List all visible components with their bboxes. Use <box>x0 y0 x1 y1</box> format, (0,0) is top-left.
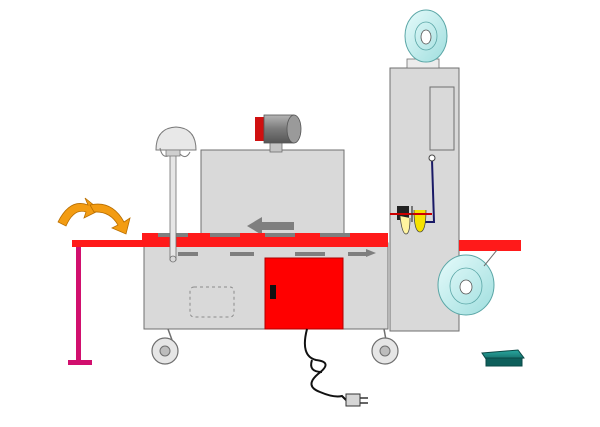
left-support-leg <box>68 246 92 365</box>
foot-pedal-icon <box>481 349 525 367</box>
left-arrow-icon <box>247 217 294 235</box>
lamp-icon <box>155 126 197 263</box>
motor-icon <box>255 114 302 153</box>
cabinet-access-panel <box>189 286 235 318</box>
caster-wheel-icon <box>371 328 399 365</box>
cabinet-door <box>264 257 344 330</box>
sealing-arm <box>390 154 436 235</box>
conveyor-slats-lower <box>178 249 376 257</box>
rotate-arrows-icon <box>57 197 131 235</box>
caster-wheel-icon <box>151 328 179 365</box>
tape-spool-icon <box>404 9 448 69</box>
power-plug-icon <box>303 328 368 407</box>
tape-spool-icon <box>437 249 498 316</box>
column-control-panel <box>429 86 455 151</box>
